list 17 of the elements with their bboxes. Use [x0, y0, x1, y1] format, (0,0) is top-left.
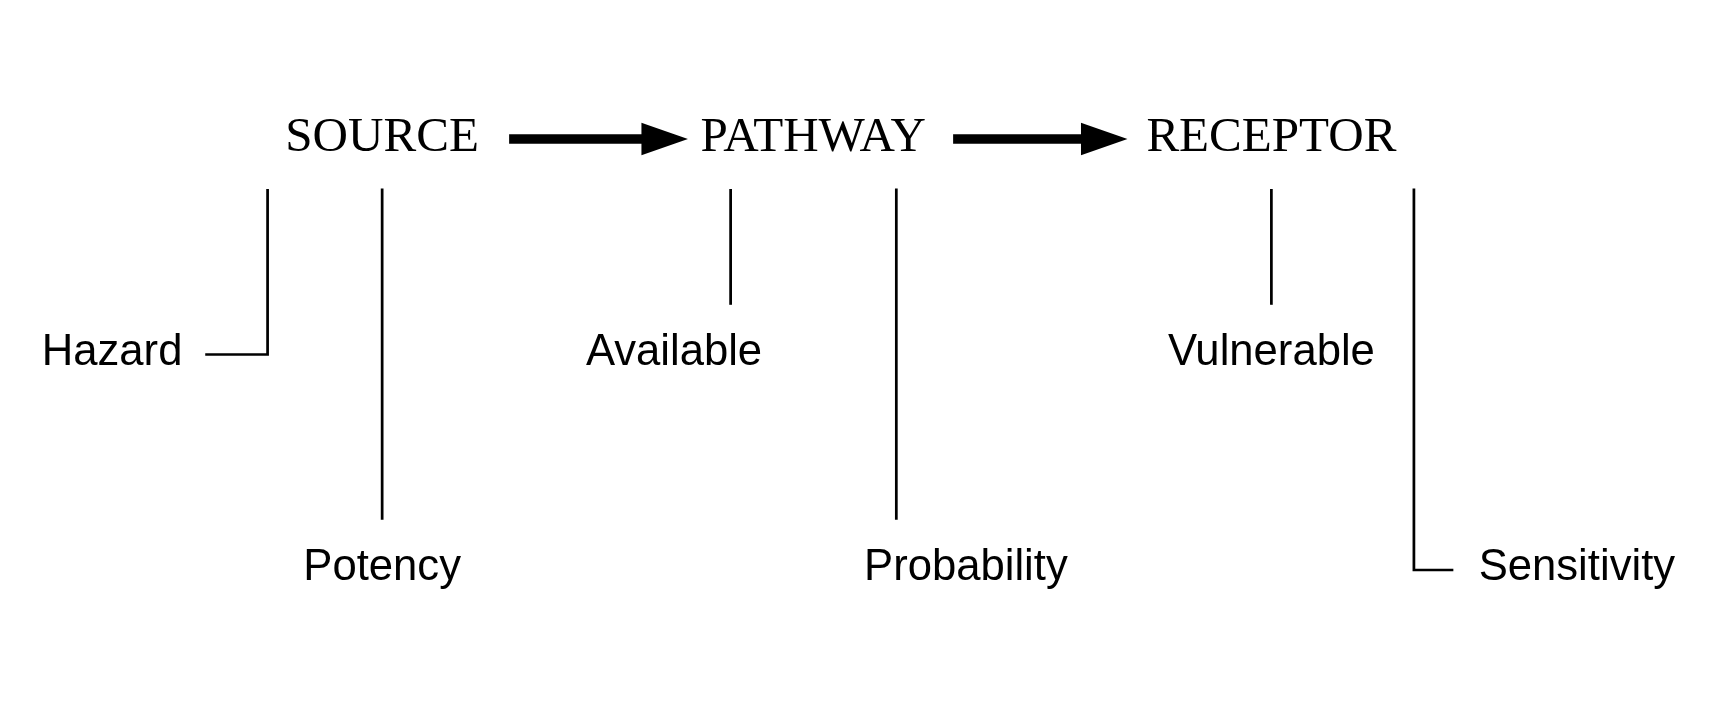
connector	[894, 188, 898, 520]
connector	[205, 189, 269, 356]
node-text: Probability	[864, 540, 1068, 590]
node-text: PATHWAY	[700, 107, 926, 163]
arrow	[509, 122, 688, 156]
connector	[380, 188, 384, 520]
node-text: RECEPTOR	[1146, 107, 1397, 163]
node-text: Hazard	[41, 324, 183, 374]
arrow	[953, 122, 1128, 156]
connector	[1270, 189, 1273, 305]
connector	[1412, 188, 1454, 572]
node-text: Potency	[303, 540, 461, 590]
node-text: SOURCE	[285, 107, 479, 163]
node-text: Available	[585, 324, 763, 374]
connector	[729, 189, 732, 305]
node-text: Sensitivity	[1478, 540, 1676, 590]
node-text: Vulnerable	[1167, 324, 1375, 374]
